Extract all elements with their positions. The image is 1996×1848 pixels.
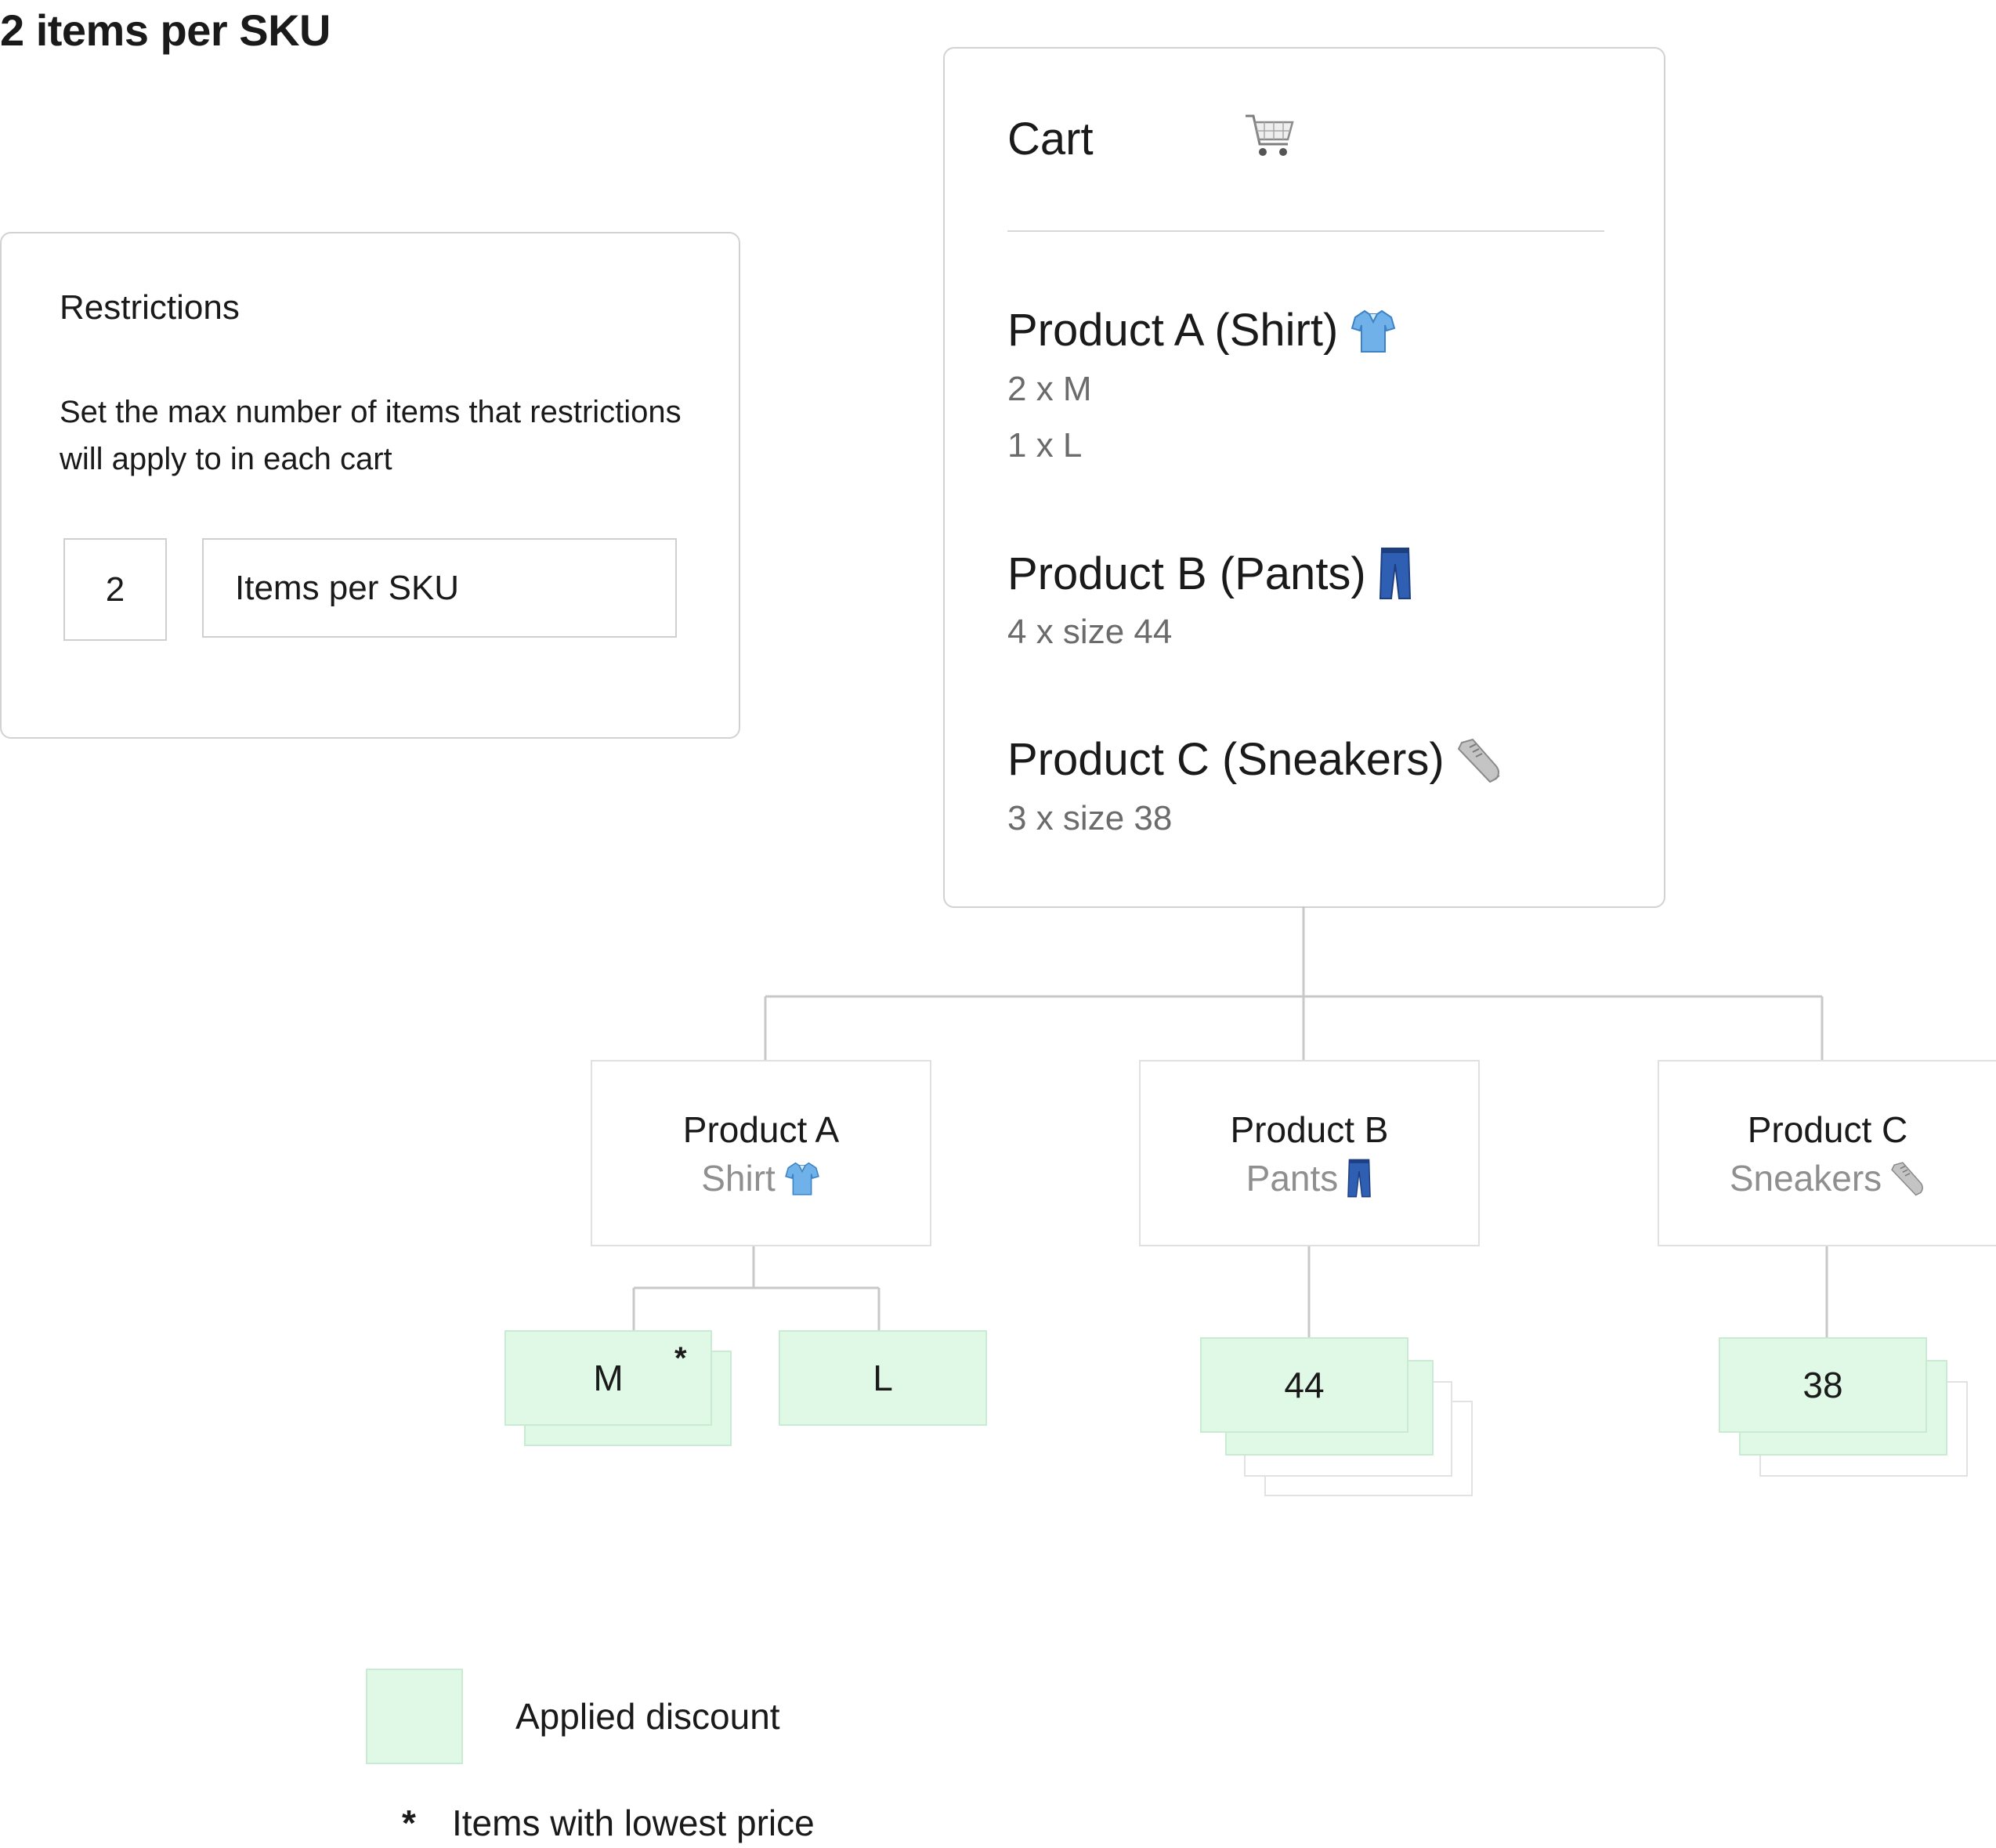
legend-applied-discount: Applied discount [515,1696,780,1737]
product-node-c-category: Sneakers [1729,1158,1882,1199]
pants-icon [1379,548,1411,599]
unit-field[interactable]: Items per SKU [202,538,677,638]
product-node-c-name: Product C [1747,1109,1908,1150]
leaf-b-label: 44 [1284,1365,1325,1405]
cart-divider [1007,230,1604,232]
cart-product-a-name: Product A (Shirt) [1007,305,1339,356]
product-node-a-sub: Shirt [592,1157,930,1199]
cart-product-b-name: Product B (Pants) [1007,548,1366,599]
leaf-a-m: M [504,1330,712,1426]
sneaker-icon [1457,738,1500,783]
product-node-c-sub: Sneakers [1659,1157,1996,1199]
leaf-a-l-label: L [873,1358,893,1398]
product-node-b: Product B Pants [1139,1060,1480,1246]
lowest-price-marker: * [674,1341,687,1376]
product-node-a-category: Shirt [701,1158,776,1199]
page-title: 2 items per SKU [0,5,331,55]
cart-product-a-line-1: 2 x M [1007,370,1092,408]
shirt-icon [1351,309,1396,353]
cart-product-b: Product B (Pants) [1007,547,1413,600]
cart-product-a-line-2: 1 x L [1007,426,1083,465]
sneaker-icon [1891,1162,1924,1196]
leaf-c-label: 38 [1803,1365,1843,1405]
cart-product-b-line-1: 4 x size 44 [1007,613,1173,651]
leaf-a-m-label: M [593,1358,624,1398]
leaf-c: 38 [1719,1337,1927,1433]
product-node-b-sub: Pants [1141,1157,1478,1199]
product-node-b-category: Pants [1246,1158,1339,1199]
product-node-a-name: Product A [682,1109,840,1150]
cart-product-c: Product C (Sneakers) [1007,733,1502,786]
restrictions-heading: Restrictions [60,288,240,327]
pants-icon [1347,1159,1372,1198]
legend-discount-swatch [366,1669,463,1764]
leaf-a-l: L [779,1330,987,1426]
legend-asterisk: * [402,1803,416,1843]
shirt-icon [784,1162,819,1195]
legend-lowest-price: Items with lowest price [452,1803,815,1843]
cart-product-c-line-1: 3 x size 38 [1007,799,1173,837]
cart-product-c-name: Product C (Sneakers) [1007,734,1445,785]
cart-card: Cart Product A (Shirt) 2 x M 1 x L Produ… [943,47,1665,908]
product-node-a: Product A Shirt [591,1060,931,1246]
leaf-b: 44 [1200,1337,1408,1433]
quantity-input[interactable]: 2 [63,538,167,641]
product-node-c: Product C Sneakers [1658,1060,1996,1246]
cart-product-a: Product A (Shirt) [1007,304,1398,356]
restrictions-card: Restrictions Set the max number of items… [0,232,740,739]
shopping-cart-icon [1246,114,1294,156]
product-node-b-name: Product B [1230,1109,1389,1150]
cart-title: Cart [1007,114,1094,165]
restrictions-description: Set the max number of items that restric… [60,395,682,476]
